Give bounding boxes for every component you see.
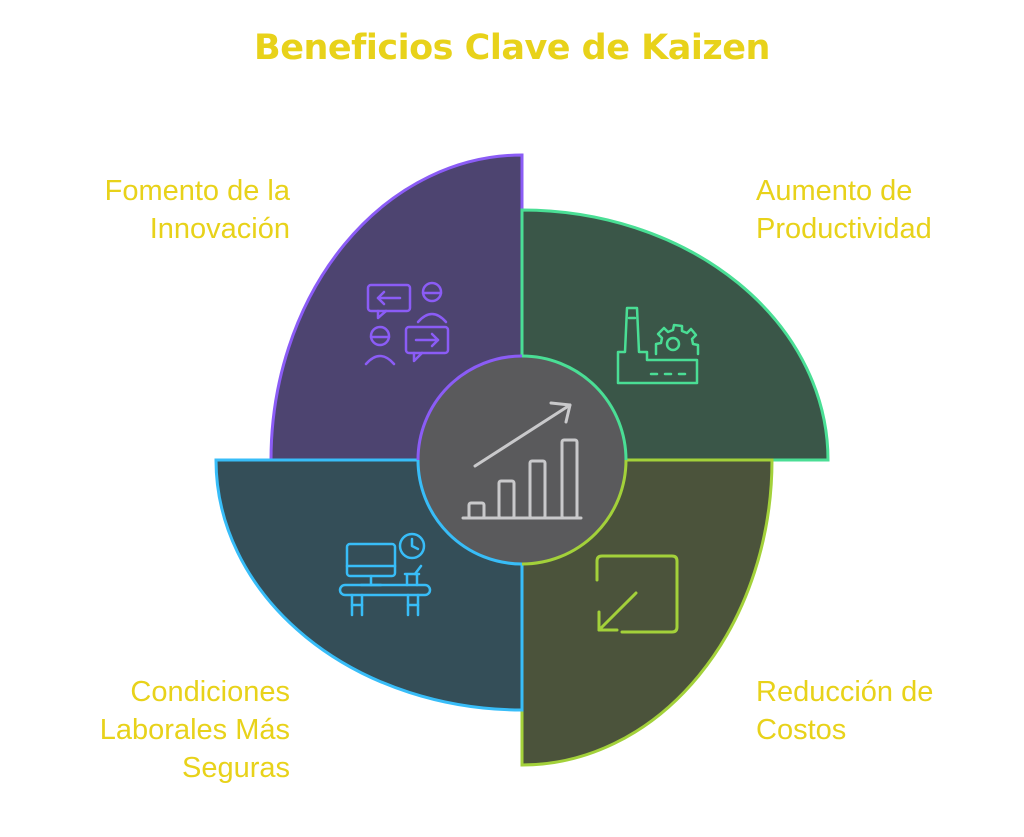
conversation-exchange-icon xyxy=(364,281,450,366)
label-innovation-line-1: Fomento de la xyxy=(104,175,290,207)
center-ring-innovation xyxy=(416,354,523,461)
label-costs-line-1: Reducción de xyxy=(756,676,934,708)
workstation-clock-icon xyxy=(338,532,432,617)
label-safety-line-3: Seguras xyxy=(181,752,290,784)
label-safety-line-1: Condiciones xyxy=(130,676,290,708)
label-productivity-line-2: Productividad xyxy=(756,213,932,245)
label-innovation-line-2: Innovación xyxy=(149,213,290,245)
arrow-down-left-box-icon xyxy=(595,554,679,634)
label-costs-line-2: Costos xyxy=(756,714,847,746)
label-costs: Reducción de Costos xyxy=(756,673,1016,749)
label-productivity-line-1: Aumento de xyxy=(756,175,913,207)
center-ring-safety xyxy=(416,459,523,566)
label-safety-line-2: Laborales Más xyxy=(99,714,290,746)
center-ring-productivity xyxy=(521,354,628,461)
label-innovation: Fomento de la Innovación xyxy=(30,172,290,248)
growth-bar-chart-icon xyxy=(461,401,583,520)
label-safety: Condiciones Laborales Más Seguras xyxy=(20,673,290,787)
center-ring-costs xyxy=(521,459,628,566)
label-productivity: Aumento de Productividad xyxy=(756,172,1016,248)
factory-gear-icon xyxy=(616,306,700,385)
page-title: Beneficios Clave de Kaizen xyxy=(254,28,770,68)
